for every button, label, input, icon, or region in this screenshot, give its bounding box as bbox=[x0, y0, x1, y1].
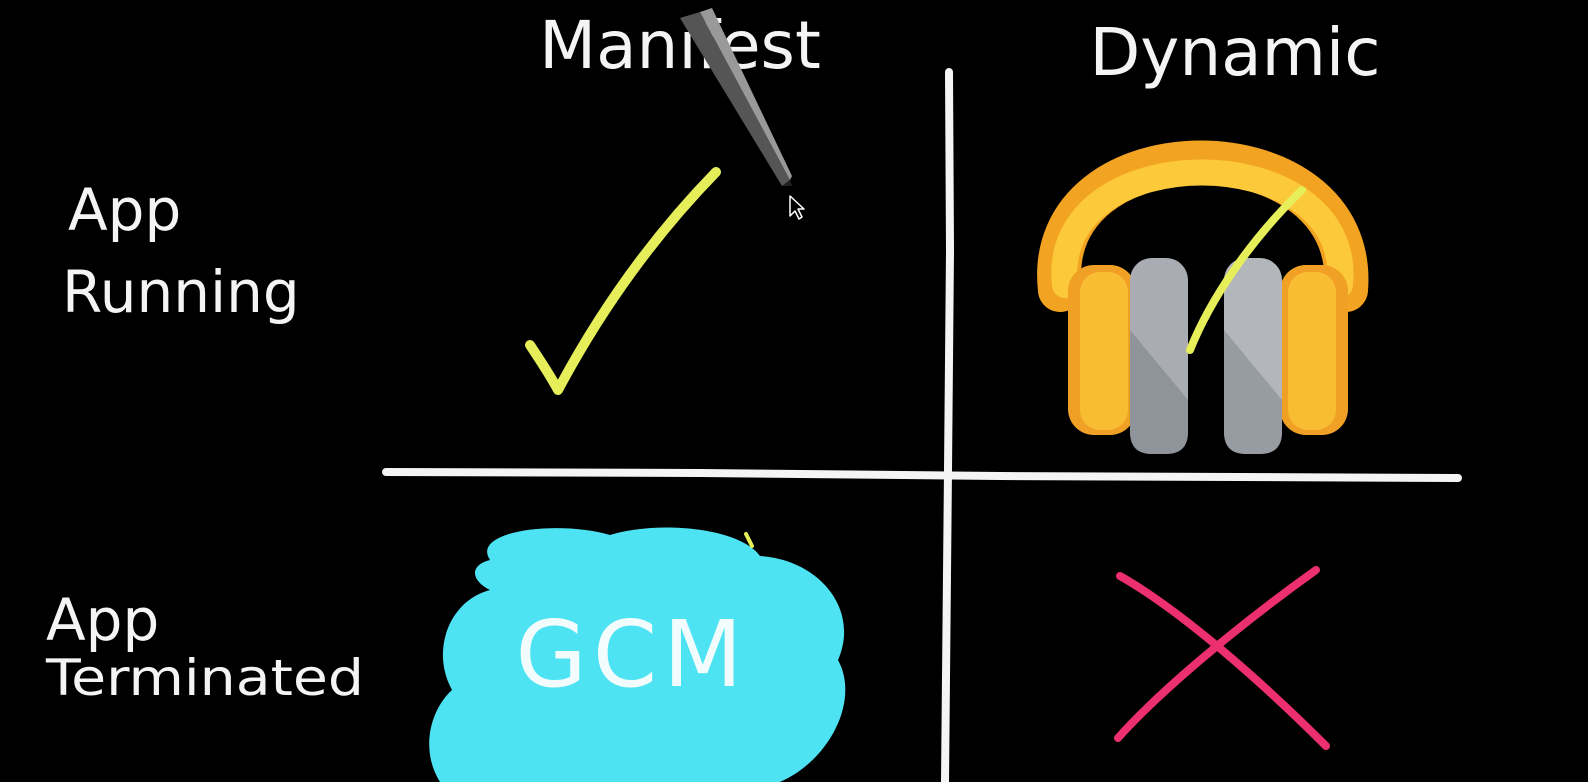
stylus-pen-icon bbox=[680, 8, 792, 186]
column-header-dynamic: Dynamic bbox=[1089, 14, 1380, 91]
gcm-label: GCM bbox=[516, 601, 749, 708]
checkmark-icon bbox=[525, 167, 721, 395]
x-mark-icon bbox=[1114, 566, 1330, 750]
row-header-running-line1: App bbox=[68, 176, 181, 244]
row-header-running-line2: Running bbox=[62, 258, 300, 326]
mouse-cursor-icon bbox=[789, 195, 805, 220]
cloud-icon bbox=[429, 527, 846, 782]
grid-lines bbox=[382, 68, 1462, 782]
column-header-manifest: Manifest bbox=[539, 7, 821, 84]
vertical-divider bbox=[941, 68, 955, 782]
horizontal-divider bbox=[382, 468, 1462, 482]
row-header-terminated-line1: App bbox=[46, 586, 159, 654]
headphones-icon bbox=[1037, 140, 1369, 454]
row-header-terminated-line2: Terminated bbox=[45, 649, 364, 707]
